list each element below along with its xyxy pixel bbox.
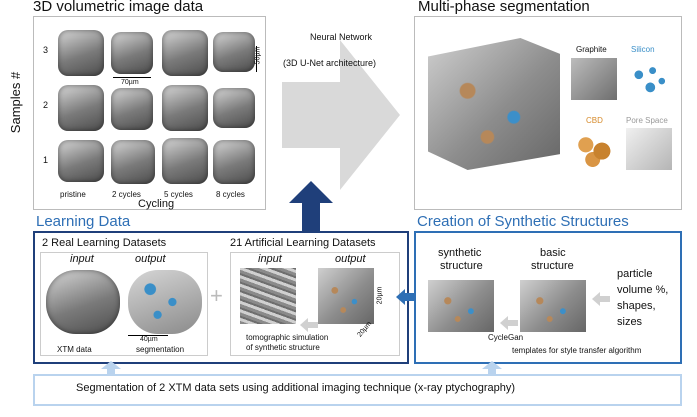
scale-label-40: 40µm bbox=[140, 336, 158, 343]
learning-data-title: Learning Data bbox=[36, 213, 131, 230]
xtm-data-label: XTM data bbox=[57, 345, 92, 354]
phase-label-pore-space: Pore Space bbox=[626, 116, 668, 125]
row-label-3: 3 bbox=[43, 45, 49, 55]
scale-bar-vertical bbox=[256, 46, 257, 72]
column-label-5-cycles: 5 cycles bbox=[164, 190, 193, 199]
network-label: Neural Network bbox=[310, 32, 373, 42]
templates-label: templates for style transfer algorithm bbox=[512, 346, 642, 355]
real-input-label: input bbox=[70, 253, 94, 265]
param-sizes: sizes bbox=[617, 316, 643, 328]
tomographic-label-2: of synthetic structure bbox=[246, 343, 320, 352]
param-particle: particle bbox=[617, 268, 653, 280]
up-arrow bbox=[289, 181, 333, 231]
param-shapes: shapes, bbox=[617, 300, 656, 312]
column-label-8-cycles: 8 cycles bbox=[216, 190, 245, 199]
scale-label-50: 50µm bbox=[254, 46, 262, 65]
scale-bar-40 bbox=[128, 335, 168, 336]
artificial-datasets-frame bbox=[230, 252, 400, 356]
xtm-volume bbox=[46, 270, 120, 334]
synthetic-structure-cube bbox=[428, 280, 494, 332]
samples-axis-label: Samples # bbox=[8, 71, 24, 134]
basic-structure-label-2: structure bbox=[531, 260, 574, 272]
bottom-up-arrow-left bbox=[101, 361, 121, 375]
param-volume: volume %, bbox=[617, 284, 669, 296]
artificial-input-label: input bbox=[258, 253, 282, 265]
synthetic-structure-label-1: synthetic bbox=[438, 247, 482, 259]
artificial-datasets-title: 21 Artificial Learning Datasets bbox=[230, 237, 376, 249]
segmented-volume bbox=[428, 38, 560, 170]
synthetic-input-cube bbox=[240, 268, 296, 324]
cbd-cube bbox=[572, 128, 618, 170]
bottom-banner bbox=[33, 374, 682, 406]
segmentation-label: segmentation bbox=[136, 345, 185, 354]
big-right-arrow bbox=[282, 40, 400, 190]
basic-structure-cube bbox=[520, 280, 586, 332]
left-gray-arrow bbox=[300, 318, 318, 332]
network-architecture-label: (3D U-Net architecture) bbox=[283, 58, 377, 68]
segmentation-title: Multi-phase segmentation bbox=[418, 0, 590, 15]
plus-sign: + bbox=[210, 283, 223, 308]
blue-left-arrow bbox=[396, 289, 416, 305]
row-label-2: 2 bbox=[43, 100, 49, 110]
sample-volume bbox=[162, 85, 208, 131]
scale-label-70: 70µm bbox=[121, 79, 139, 86]
sample-volume bbox=[162, 138, 208, 184]
params-left-arrow bbox=[592, 292, 610, 306]
sample-volume bbox=[213, 88, 255, 128]
column-label-2-cycles: 2 cycles bbox=[112, 190, 141, 199]
cyclegan-label: CycleGan bbox=[488, 333, 524, 342]
synthetic-output-cube bbox=[318, 268, 374, 324]
silicon-particles bbox=[625, 58, 671, 100]
basic-structure-label-1: basic bbox=[540, 247, 566, 259]
volumetric-panel bbox=[33, 16, 266, 210]
sample-volume bbox=[58, 85, 104, 131]
bottom-up-arrow-right bbox=[482, 361, 502, 375]
volumetric-title: 3D volumetric image data bbox=[33, 0, 204, 15]
cycling-axis-label: Cycling bbox=[138, 198, 175, 210]
sample-volume bbox=[58, 140, 104, 182]
real-datasets-title: 2 Real Learning Datasets bbox=[42, 237, 167, 249]
pore-space-cube bbox=[626, 128, 672, 170]
scale-bar-horizontal bbox=[113, 77, 151, 78]
real-datasets-frame bbox=[40, 252, 208, 356]
segmentation-panel bbox=[414, 16, 682, 210]
graphite-cube bbox=[571, 58, 617, 100]
scale-label-20-vertical: 20µm bbox=[376, 286, 384, 305]
sample-volume bbox=[58, 30, 104, 76]
sample-volume bbox=[213, 140, 255, 184]
synthetic-structures-title: Creation of Synthetic Structures bbox=[417, 213, 629, 230]
real-output-label: output bbox=[135, 253, 166, 265]
sample-volume bbox=[111, 88, 153, 130]
cyclegan-left-arrow bbox=[500, 316, 518, 330]
artificial-output-label: output bbox=[335, 253, 366, 265]
sample-volume bbox=[111, 32, 153, 74]
phase-label-cbd: CBD bbox=[586, 116, 603, 125]
phase-label-graphite: Graphite bbox=[576, 45, 607, 54]
row-label-1: 1 bbox=[43, 155, 49, 165]
synthetic-structures-panel bbox=[414, 231, 682, 364]
synthetic-structure-label-2: structure bbox=[440, 260, 483, 272]
phase-label-silicon: Silicon bbox=[631, 45, 655, 54]
sample-volume bbox=[213, 32, 255, 72]
sample-volume bbox=[162, 30, 208, 76]
segmented-real-volume bbox=[128, 270, 202, 334]
column-label-pristine: pristine bbox=[60, 190, 86, 199]
sample-volume bbox=[111, 140, 155, 184]
bottom-banner-text: Segmentation of 2 XTM data sets using ad… bbox=[76, 382, 516, 394]
tomographic-label-1: tomographic simulation bbox=[246, 333, 329, 342]
